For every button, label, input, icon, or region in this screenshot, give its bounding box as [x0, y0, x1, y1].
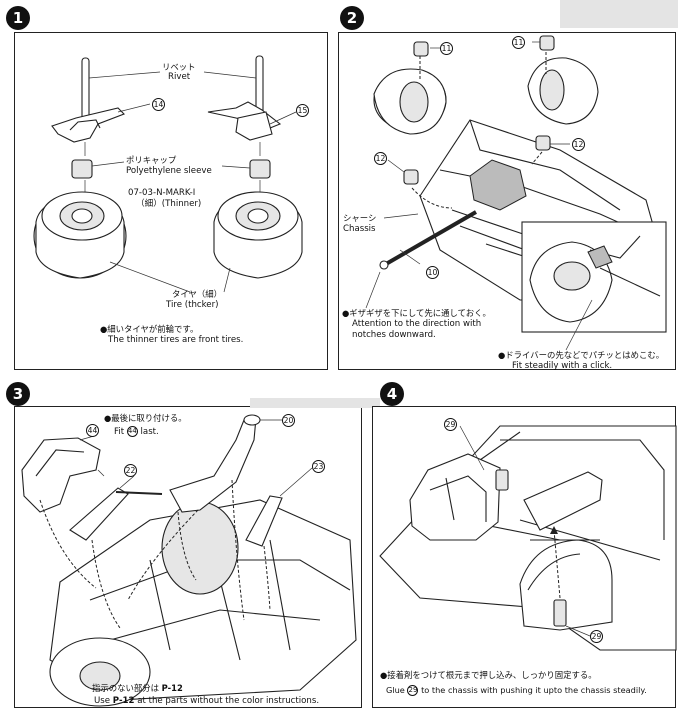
fit-last-note-en: Fit 44 last.	[114, 426, 159, 437]
notch-note-jp: ●ギザギザを下にして先に通しておく。	[342, 308, 491, 318]
sleeve-left	[71, 159, 93, 179]
glue-part-number: 29	[407, 685, 419, 696]
click-note-jp: ●ドライバーの先などでパチッとはめこむ。	[498, 350, 665, 360]
sleeve-11-right	[539, 35, 555, 51]
part-number-11-left: 11	[440, 42, 453, 55]
glue-note-en: Glue 29 to the chassis with pushing it u…	[386, 685, 647, 696]
part-44	[21, 437, 101, 513]
glue-note-en-pre: Glue	[386, 685, 405, 695]
step-number-4: 4	[380, 382, 404, 406]
part-number-29-top: 29	[444, 418, 457, 431]
seat-block	[409, 453, 501, 541]
front-tire-note-jp: ●細いタイヤが前輪です。	[100, 324, 199, 334]
step-number-3: 3	[6, 382, 30, 406]
notch-note-en-1: Attention to the direction with	[352, 319, 482, 329]
sleeve-label-jp: ポリキャップ	[126, 155, 177, 165]
panel-3-shade	[250, 398, 380, 408]
part-number-14: 14	[152, 98, 165, 111]
front-tire-note-en: The thinner tires are front tires.	[108, 335, 244, 345]
part-number-23: 23	[312, 460, 325, 473]
color-note-jp: 指示のない部分は P-12	[92, 683, 183, 693]
click-note-en: Fit steadily with a click.	[512, 361, 613, 371]
color-ref-jp: P-12	[161, 683, 183, 693]
step-number-1: 1	[6, 6, 30, 30]
fit-last-post: last.	[140, 427, 159, 437]
motor-block	[469, 159, 527, 211]
part-number-29-bottom: 29	[590, 630, 603, 643]
part-number-10: 10	[426, 266, 439, 279]
part-20	[169, 417, 257, 513]
sleeve-right	[249, 159, 271, 179]
step-number-2: 2	[340, 6, 364, 30]
part-number-15: 15	[296, 104, 309, 117]
thinner-code: 07-03-N-MARK-I	[128, 188, 196, 198]
part-number-44: 44	[86, 424, 99, 437]
color-note-en: Use P-12 at the parts without the color …	[94, 696, 319, 706]
tire-label-jp: タイヤ（細）	[172, 289, 222, 299]
part-number-12-right: 12	[572, 138, 585, 151]
sleeve-11-left	[413, 41, 429, 57]
color-ref-en: P-12	[112, 696, 135, 706]
glue-note-en-post: to the chassis with pushing it upto the …	[421, 685, 647, 695]
fit-last-pre: Fit	[114, 427, 125, 437]
fit-last-note-jp: ●最後に取り付ける。	[104, 413, 187, 423]
part-number-22: 22	[124, 464, 137, 477]
notch-note-en-2: notches downward.	[352, 330, 436, 340]
axle-10	[384, 210, 478, 266]
sleeve-12-left	[403, 169, 419, 185]
panel-2-shade	[560, 0, 678, 28]
rivet-label-en: Rivet	[168, 72, 191, 82]
color-note-jp-text: 指示のない部分は	[92, 683, 159, 693]
part-number-11-right: 11	[512, 36, 525, 49]
sleeve-label-en: Polyethylene sleeve	[126, 166, 212, 176]
part-23	[245, 495, 283, 547]
bracket-4	[523, 471, 603, 531]
color-note-en-post: at the parts without the color instructi…	[137, 696, 320, 706]
rivet-label-jp: リベット	[162, 62, 196, 72]
fender	[519, 539, 613, 631]
tire-label-en: Tire (thcker)	[166, 300, 219, 310]
part-number-12-left: 12	[374, 152, 387, 165]
glue-note-jp: ●接着剤をつけて根元まで押し込み、しっかり固定する。	[380, 670, 597, 680]
part-22	[69, 487, 129, 541]
chassis-label-jp: シャーシ	[343, 213, 377, 223]
sleeve-12-right	[535, 135, 551, 151]
color-note-en-pre: Use	[94, 696, 111, 706]
fit-last-part-number: 44	[126, 426, 138, 437]
part-number-20: 20	[282, 414, 295, 427]
mounted-part-29	[495, 469, 509, 491]
thinner-label: （細）(Thinner)	[136, 199, 202, 209]
chassis-label-en: Chassis	[343, 224, 376, 234]
loose-part-29	[553, 599, 567, 627]
